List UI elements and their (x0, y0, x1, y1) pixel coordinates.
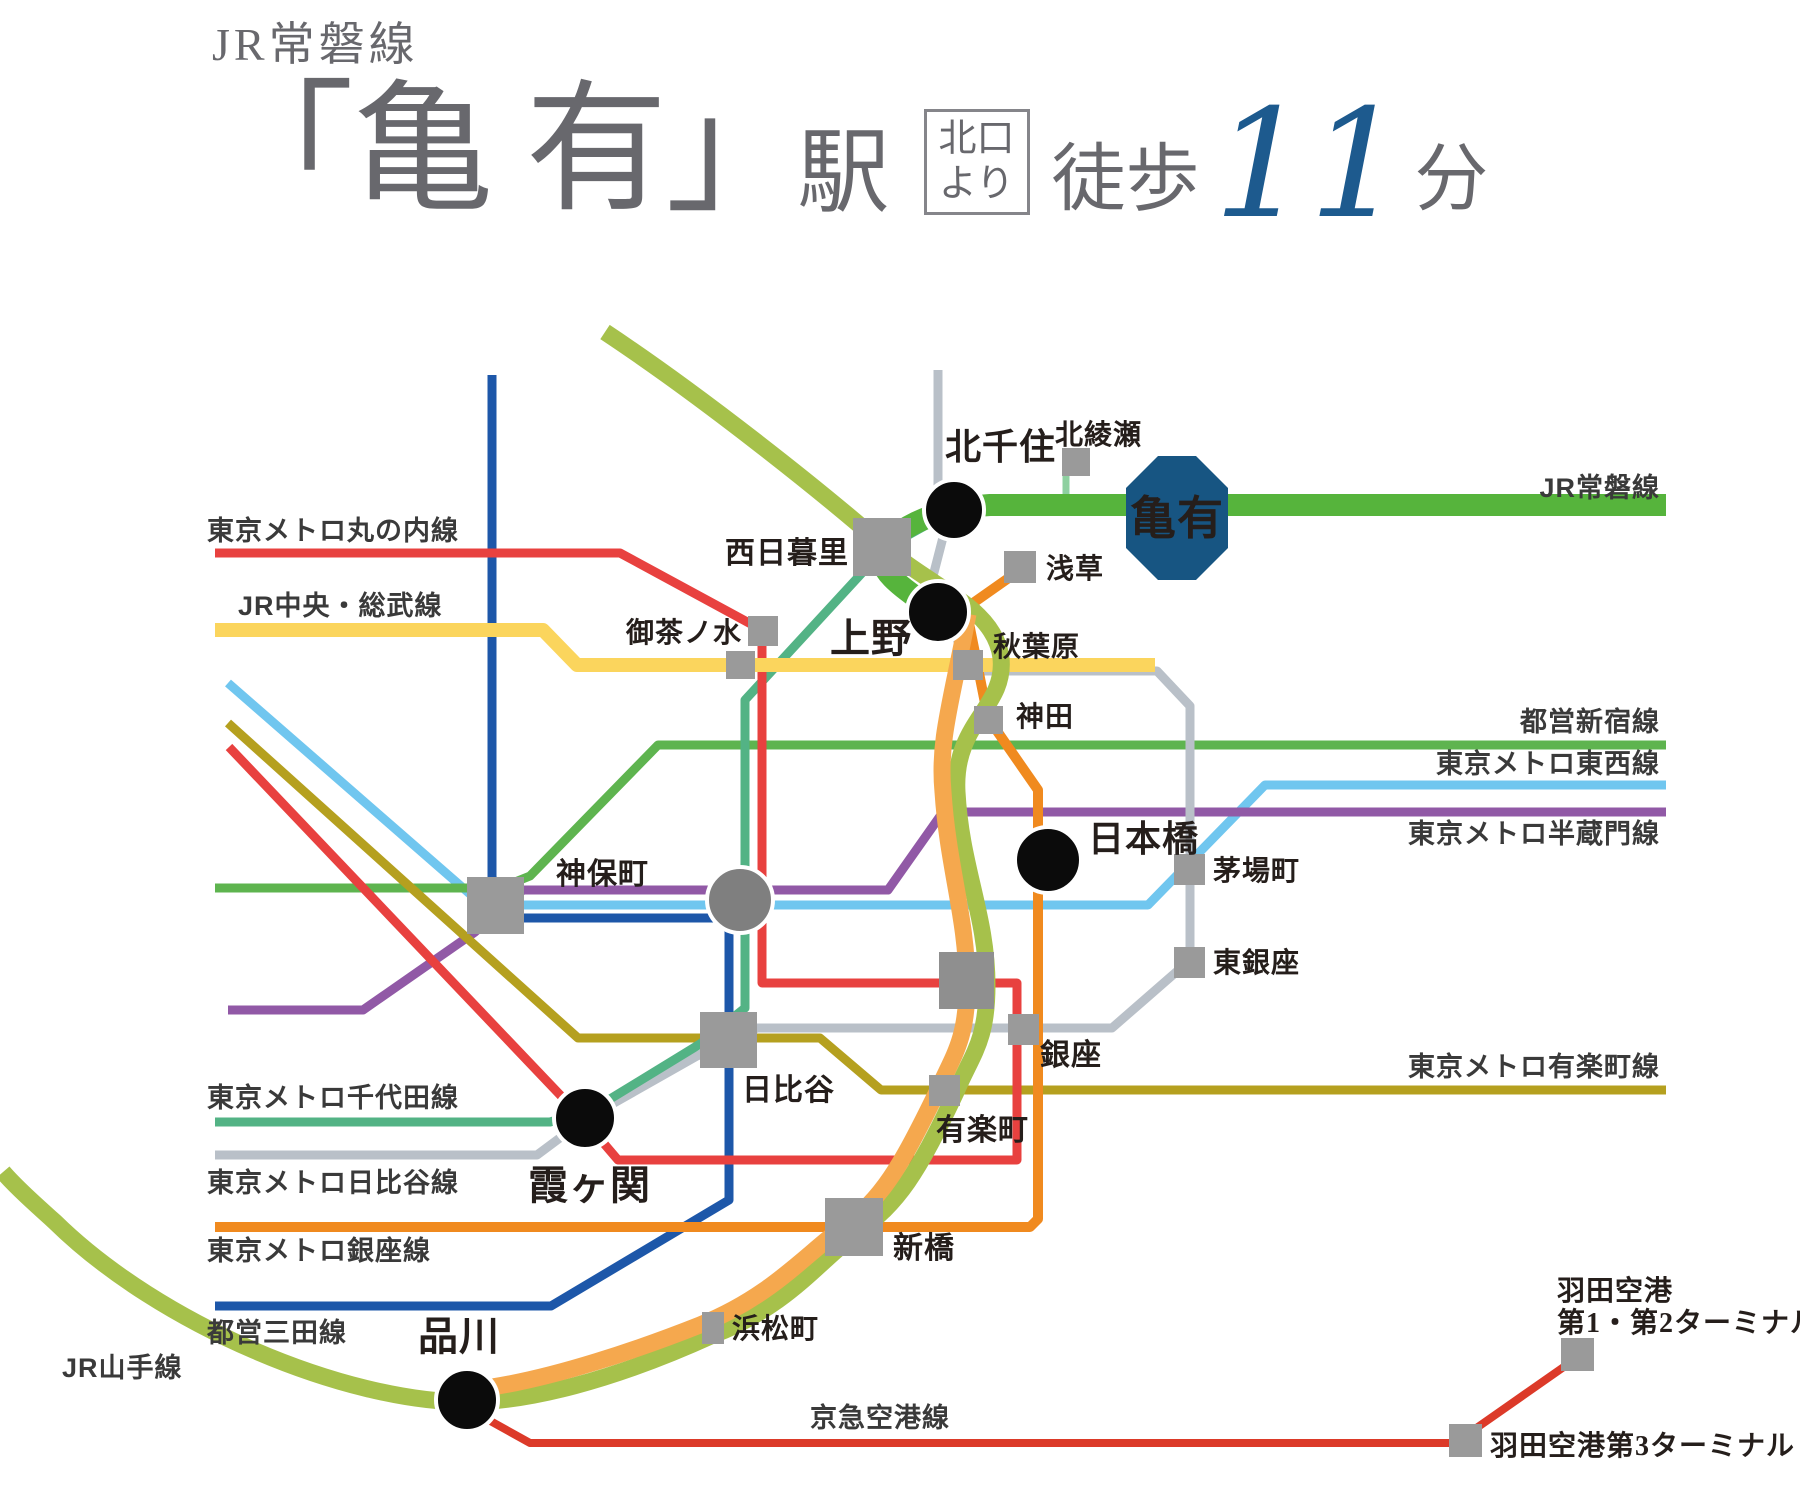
line-label-marunouchi: 東京メトロ丸の内線 (207, 515, 459, 546)
station-label-kanda: 神田 (1016, 701, 1074, 733)
station-square-kanda (974, 706, 1003, 734)
station-square-hamamatsucho (702, 1312, 724, 1344)
header-station-suffix: 駅 (797, 122, 890, 225)
station-label-higashi-ginza: 東銀座 (1213, 946, 1300, 979)
line-jr-joban (870, 494, 1666, 622)
header: JR常磐線 「亀 有」 駅 北口 より 徒歩 11 分 (212, 8, 1489, 253)
station-square-kita-ayase (1062, 448, 1090, 476)
station-label-hibiya: 日比谷 (742, 1074, 835, 1107)
line-label-tozai: 東京メトロ東西線 (1436, 748, 1660, 779)
station-square-kayabacho (1174, 854, 1205, 885)
station-label-ueno: 上野 (830, 616, 912, 661)
station-circle-kita-senju (922, 478, 986, 542)
station-square-jimbocho (467, 877, 524, 934)
line-label-shinjuku: 都営新宿線 (1519, 706, 1660, 737)
station-label-shimbashi: 新橋 (893, 1232, 955, 1265)
station-square-ginza (1008, 1014, 1039, 1045)
station-square-ochanomizu-marunouchi (748, 616, 778, 646)
north-exit-badge-line1: 北口 (938, 117, 1015, 160)
station-label-nishi-nippori: 西日暮里 (725, 537, 849, 570)
station-circle-shinagawa (434, 1367, 500, 1433)
kameari-octagon (1126, 456, 1228, 580)
station-label-haneda-t3: 羽田空港第3ターミナル (1490, 1429, 1795, 1462)
line-label-yamanote: JR山手線 (62, 1352, 183, 1383)
line-label-chiyoda: 東京メトロ千代田線 (207, 1082, 459, 1113)
line-label-hibiya: 東京メトロ日比谷線 (207, 1167, 459, 1198)
station-label-nihonbashi: 日本橋 (1088, 819, 1199, 859)
station-circle-kasumigaseki (552, 1085, 618, 1151)
line-label-chuo-sobu: JR中央・総武線 (238, 590, 443, 621)
line-keikyu-airport (474, 1353, 1581, 1447)
line-tozai (225, 679, 1666, 910)
line-label-joban: JR常磐線 (1539, 472, 1660, 503)
header-title-row: 「亀 有」 駅 北口 より 徒歩 11 分 (212, 71, 1489, 253)
line-label-ginza: 東京メトロ銀座線 (207, 1235, 431, 1266)
station-label-kameari: 亀有 (1130, 493, 1224, 544)
header-line-name: JR常磐線 (212, 19, 419, 70)
station-square-ochanomizu-sobu (726, 651, 755, 679)
station-square-tokyo (939, 952, 994, 1009)
station-label-ginza: 銀座 (1040, 1038, 1102, 1072)
station-label-ochanomizu: 御茶ノ水 (625, 617, 742, 649)
line-label-hanzomon: 東京メトロ半蔵門線 (1408, 818, 1660, 849)
walk-minutes: 11 (1213, 78, 1405, 253)
station-square-asakusa (1004, 551, 1036, 583)
station-square-haneda-t12 (1561, 1338, 1594, 1371)
station-label-kayabacho: 茅場町 (1213, 855, 1300, 887)
station-label-haneda-t12-line2: 第1・第2ターミナル (1557, 1306, 1800, 1339)
station-label-kita-senju: 北千住 (945, 427, 1056, 467)
header-station-name: 「亀 有」 (212, 71, 807, 229)
station-square-shimbashi (825, 1198, 883, 1256)
walk-suffix: 分 (1414, 139, 1489, 222)
station-label-shinagawa: 品川 (418, 1314, 500, 1359)
station-square-hibiya (700, 1012, 757, 1068)
station-circle-nihonbashi (1013, 825, 1083, 895)
north-exit-badge: 北口 より (923, 109, 1030, 216)
north-exit-badge-line2: より (938, 163, 1015, 206)
station-label-kita-ayase: 北綾瀬 (1055, 419, 1142, 451)
line-mita (215, 375, 734, 1311)
station-square-nishi-nippori (853, 518, 911, 576)
station-square-akihabara (953, 650, 983, 680)
interchange-circle-otemachi (705, 865, 775, 935)
station-square-higashi-ginza (1174, 947, 1205, 978)
line-label-mita: 都営三田線 (206, 1317, 347, 1348)
walk-prefix: 徒歩 (1051, 139, 1200, 222)
station-circle-ueno (905, 579, 971, 645)
station-square-yurakucho (929, 1075, 960, 1106)
station-label-kasumigaseki: 霞ヶ関 (528, 1163, 651, 1208)
line-yurakucho (224, 719, 1666, 1095)
line-label-keikyu: 京急空港線 (810, 1402, 950, 1433)
station-label-yurakucho: 有楽町 (936, 1114, 1029, 1147)
station-label-asakusa: 浅草 (1046, 553, 1104, 585)
station-square-haneda-t3 (1449, 1424, 1482, 1457)
line-chuo-sobu (215, 623, 1155, 672)
station-label-hamamatsucho: 浜松町 (732, 1313, 819, 1345)
line-label-yurakucho: 東京メトロ有楽町線 (1408, 1051, 1660, 1082)
station-label-jimbocho: 神保町 (556, 858, 649, 891)
station-label-haneda-t12-line1: 羽田空港 (1557, 1274, 1673, 1307)
station-label-akihabara: 秋葉原 (993, 631, 1080, 663)
